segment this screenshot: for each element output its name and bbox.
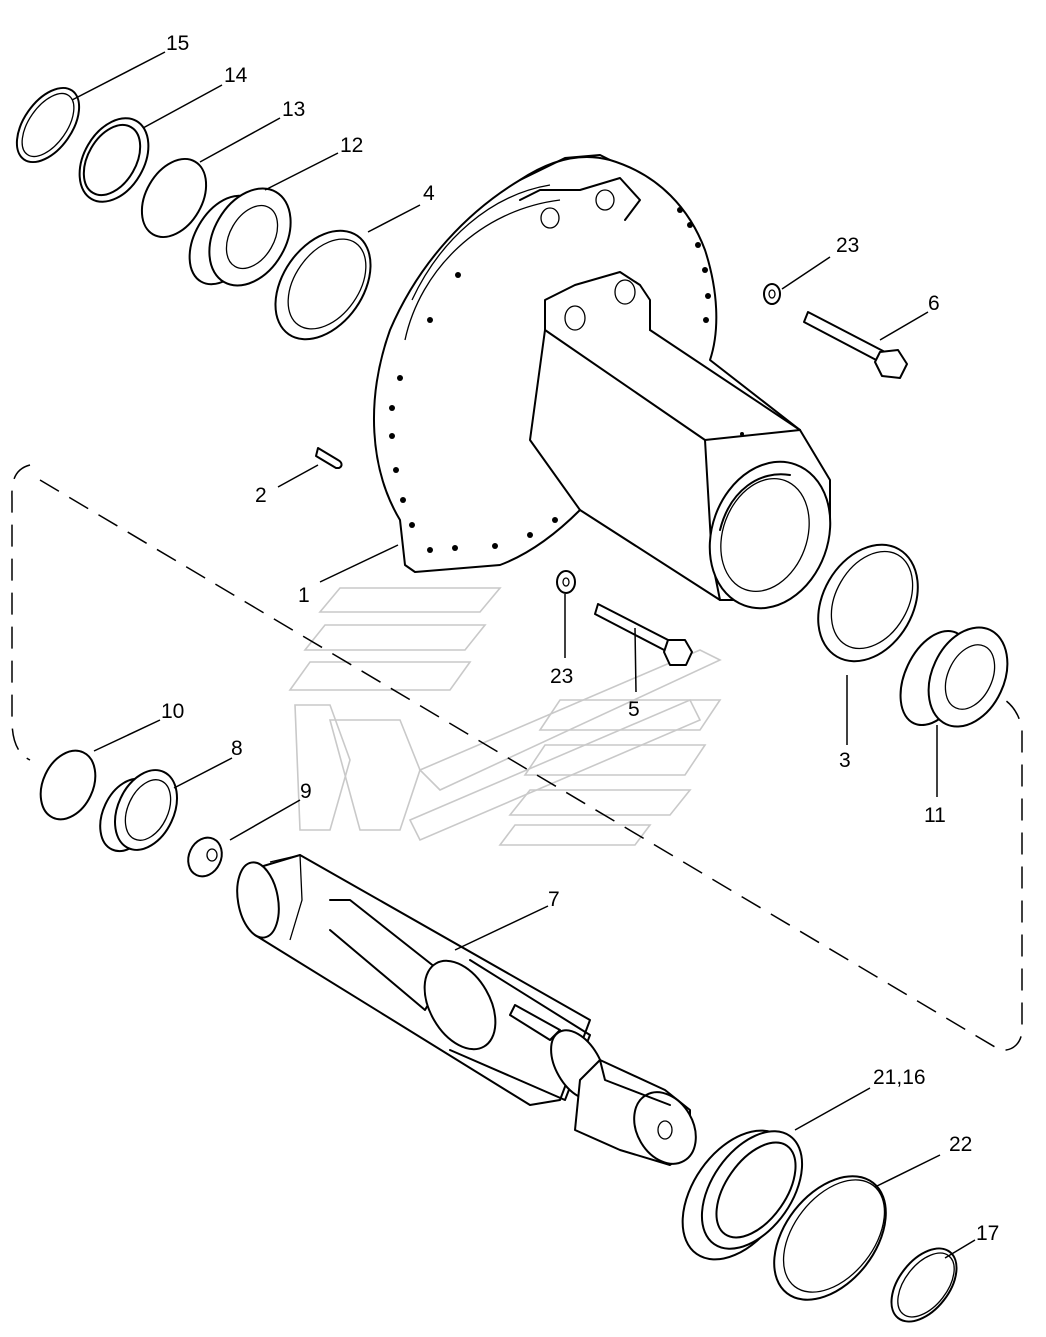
part-6-bolt — [803, 311, 908, 379]
part-11-bearing-cone — [899, 626, 1009, 728]
callout-2: 2 — [255, 484, 267, 507]
callout-21-16: 21,16 — [873, 1066, 926, 1089]
callout-labels: 15 14 13 12 4 23 6 2 1 23 5 3 11 10 8 9 … — [161, 32, 999, 1245]
part-15-snap-ring — [15, 86, 81, 164]
callout-23-upper: 23 — [836, 234, 859, 257]
callout-17: 17 — [976, 1222, 999, 1245]
part-21-16-seal — [681, 1129, 804, 1261]
part-9-washer — [187, 836, 223, 878]
callout-12: 12 — [340, 134, 363, 157]
callout-6: 6 — [928, 292, 940, 315]
watermark-logo — [288, 587, 722, 846]
part-2-pin — [315, 447, 343, 469]
assembly-dashed-line — [11, 464, 1023, 1051]
callout-23-lower: 23 — [550, 665, 573, 688]
callout-8: 8 — [231, 737, 243, 760]
callout-7: 7 — [548, 888, 560, 911]
part-1-housing — [373, 154, 832, 610]
part-13-shim — [140, 158, 208, 238]
part-22-ring — [773, 1175, 887, 1301]
callout-3: 3 — [839, 749, 851, 772]
callout-1: 1 — [298, 584, 310, 607]
part-8-seal — [99, 769, 178, 853]
part-23-washer-upper — [763, 283, 781, 305]
callout-10: 10 — [161, 700, 184, 723]
callout-4: 4 — [423, 182, 435, 205]
callout-13: 13 — [282, 98, 305, 121]
part-12-bearing-cone — [188, 187, 292, 287]
part-5-bolt — [594, 603, 693, 666]
part-23-washer-lower — [556, 570, 576, 594]
part-4-bearing-cup — [274, 229, 372, 341]
part-10-o-ring — [39, 749, 97, 821]
callout-15: 15 — [166, 32, 189, 55]
leader-lines — [71, 51, 976, 1259]
part-14-ring — [78, 117, 150, 203]
callout-5: 5 — [628, 698, 640, 721]
coupling-key — [574, 1059, 697, 1166]
callout-22: 22 — [949, 1133, 972, 1156]
part-3-bearing-cup — [817, 543, 919, 663]
callout-14: 14 — [224, 64, 248, 87]
callout-11: 11 — [924, 804, 946, 827]
callout-9: 9 — [300, 780, 312, 803]
